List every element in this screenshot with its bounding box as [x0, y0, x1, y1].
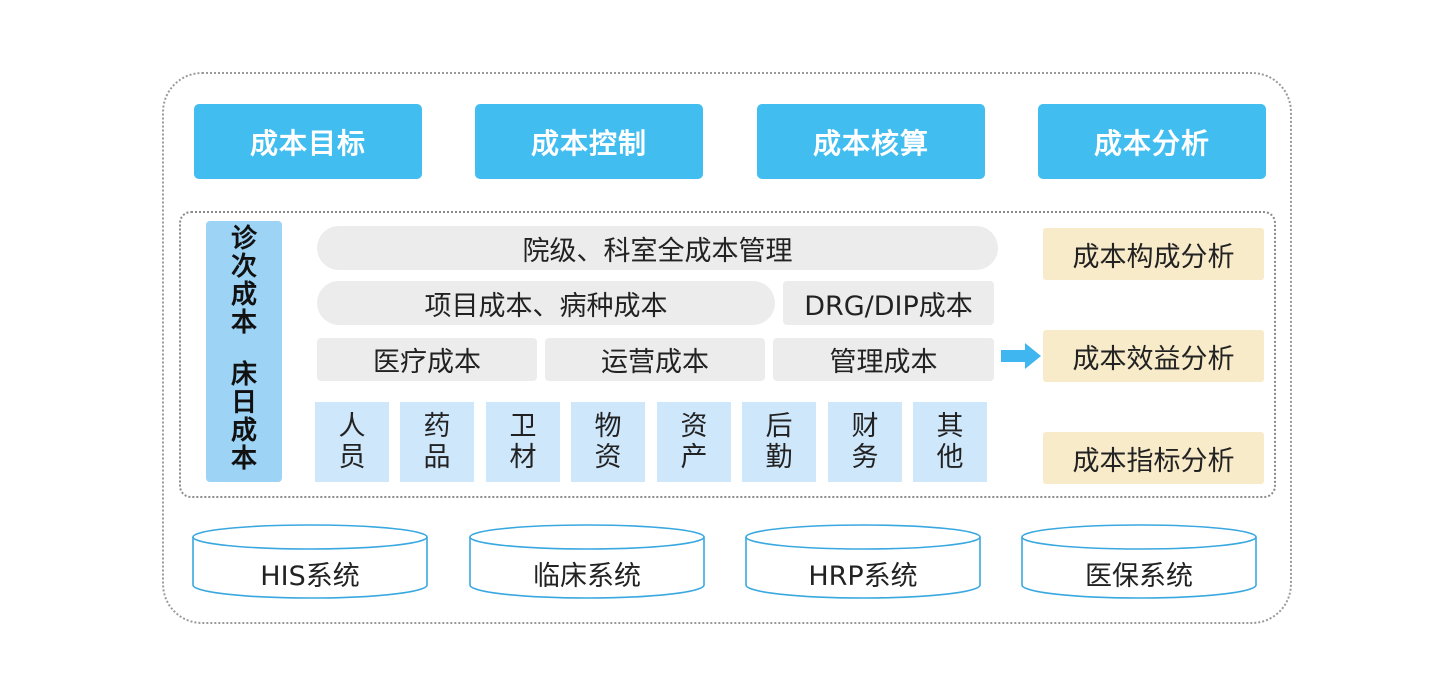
hospital-department-cost-pill: 院级、科室全成本管理 — [317, 226, 998, 270]
vbar-char: 本 — [230, 308, 257, 338]
cost-indicator-analysis[interactable]: 成本指标分析 — [1043, 432, 1264, 484]
vbar-char: 次 — [230, 252, 257, 282]
cost-composition-analysis[interactable]: 成本构成分析 — [1043, 228, 1264, 280]
drg-dip-cost-pill: DRG/DIP成本 — [783, 281, 994, 325]
resource-consumables: 卫材 — [486, 402, 560, 482]
resource-personnel: 人员 — [315, 402, 389, 482]
management-cost-pill: 管理成本 — [773, 338, 994, 381]
per-bed-day-cost: 床 日 成 本 — [231, 361, 257, 473]
resource-materials: 物资 — [571, 402, 645, 482]
cost-benefit-analysis[interactable]: 成本效益分析 — [1043, 330, 1264, 382]
res-char: 材 — [509, 442, 537, 473]
inner-frame — [179, 211, 1276, 498]
res-char: 财 — [851, 411, 879, 442]
operation-cost-pill: 运营成本 — [545, 338, 765, 381]
module-cost-accounting[interactable]: 成本核算 — [757, 104, 985, 179]
res-char: 其 — [936, 411, 964, 442]
clinical-system-cylinder: 临床系统 — [468, 523, 706, 601]
resource-drugs: 药品 — [400, 402, 474, 482]
res-char: 务 — [851, 442, 879, 473]
module-cost-target[interactable]: 成本目标 — [194, 104, 422, 179]
vbar-char: 床 — [230, 360, 257, 390]
res-char: 药 — [423, 411, 451, 442]
hrp-system-cylinder: HRP系统 — [744, 523, 982, 601]
outer-frame — [162, 72, 1292, 624]
per-visit-cost: 诊 次 成 本 — [231, 225, 257, 337]
res-char: 产 — [680, 442, 708, 473]
module-cost-control[interactable]: 成本控制 — [475, 104, 703, 179]
system-label: 临床系统 — [533, 560, 641, 592]
res-char: 他 — [936, 442, 964, 473]
resource-logistics: 后勤 — [742, 402, 816, 482]
vbar-char: 成 — [230, 416, 257, 446]
database-icon — [469, 524, 705, 599]
res-char: 资 — [680, 411, 708, 442]
resource-other: 其他 — [913, 402, 987, 482]
res-char: 品 — [423, 442, 451, 473]
system-label: HRP系统 — [808, 560, 918, 592]
vbar-char: 本 — [230, 444, 257, 474]
res-char: 资 — [594, 442, 622, 473]
resource-assets: 资产 — [657, 402, 731, 482]
res-char: 物 — [594, 411, 622, 442]
res-char: 勤 — [765, 442, 793, 473]
database-icon — [192, 524, 428, 599]
project-disease-cost-pill: 项目成本、病种成本 — [317, 281, 775, 325]
arrow-right-icon — [1001, 343, 1041, 369]
database-icon — [1021, 524, 1257, 599]
medical-cost-pill: 医疗成本 — [317, 338, 537, 381]
res-char: 卫 — [509, 411, 537, 442]
medical-insurance-system-cylinder: 医保系统 — [1020, 523, 1258, 601]
cost-unit-bar: 诊 次 成 本 床 日 成 本 — [206, 221, 282, 482]
res-char: 后 — [765, 411, 793, 442]
res-char: 人 — [338, 411, 366, 442]
resource-finance: 财务 — [828, 402, 902, 482]
his-system-cylinder: HIS系统 — [191, 523, 429, 601]
vbar-char: 日 — [230, 388, 257, 418]
vbar-char: 诊 — [230, 224, 257, 254]
system-label: HIS系统 — [260, 560, 360, 592]
vbar-char: 成 — [230, 280, 257, 310]
database-icon — [745, 524, 981, 599]
res-char: 员 — [338, 442, 366, 473]
module-cost-analysis[interactable]: 成本分析 — [1038, 104, 1266, 179]
system-label: 医保系统 — [1085, 560, 1193, 592]
